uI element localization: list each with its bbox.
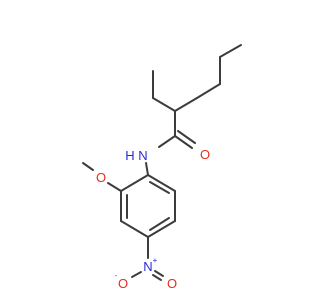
- amide-h-text: H: [125, 148, 134, 163]
- bond-ring-6: [120, 174, 149, 192]
- structure-canvas: H N O O N + O - O: [82, 44, 242, 291]
- nitro-n-text: N: [143, 259, 152, 274]
- bond-ethyl-1: [152, 97, 176, 112]
- nitro-n-charge: +: [153, 256, 158, 265]
- bond-nitro-o-top: [131, 271, 142, 278]
- nitro-o-top-charge: -: [115, 271, 118, 280]
- bond-ether-o-methyl: [82, 162, 94, 171]
- bond-carbonyl-n: [158, 135, 176, 148]
- bond-carbonyl-double-a: [174, 135, 193, 149]
- bond-ring-inner-1: [149, 181, 170, 194]
- bond-nitro-o-right-a: [154, 270, 164, 277]
- nitro-o-top-text: O: [118, 276, 128, 291]
- bond-ring-inner-2: [149, 217, 170, 231]
- bond-ring-1: [147, 174, 176, 192]
- amide-nh-label: H N: [125, 148, 147, 163]
- nitro-o-right-label: O: [167, 276, 177, 291]
- amide-n-text: N: [138, 148, 147, 163]
- carbonyl-o-label: O: [200, 147, 210, 162]
- bond-nitro-o-right-b: [152, 274, 162, 281]
- bond-butyl-3: [196, 83, 221, 99]
- carbon-skeleton: [82, 44, 242, 281]
- bond-butyl-4: [174, 97, 198, 112]
- bond-butyl-1: [219, 44, 242, 58]
- bond-ring-ether-o: [107, 182, 122, 192]
- nitro-o-top-label: O -: [115, 271, 128, 291]
- molecule-drawing: H N O O N + O - O: [82, 44, 242, 291]
- bond-carbonyl-double-b: [177, 130, 196, 144]
- bond-n-ring: [145, 162, 149, 176]
- ether-o-label: O: [96, 170, 106, 185]
- nitro-n-label: N +: [143, 256, 157, 274]
- bond-ring-4: [120, 220, 149, 238]
- bond-ring-3: [147, 220, 176, 238]
